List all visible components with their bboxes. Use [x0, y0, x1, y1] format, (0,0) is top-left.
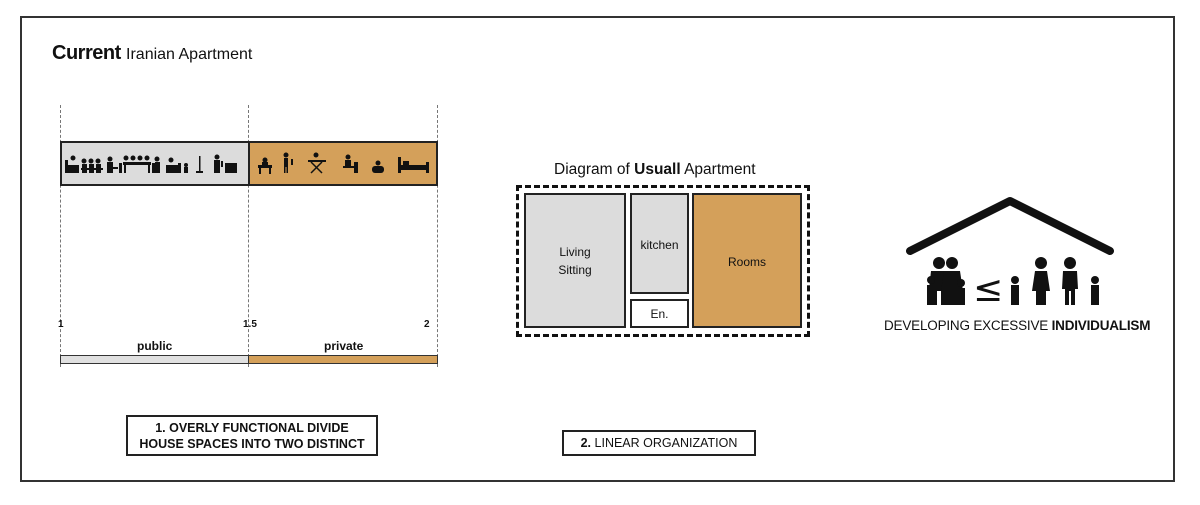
- family-house-icon: ≤: [906, 197, 1114, 308]
- title-rest: Iranian Apartment: [126, 46, 253, 63]
- room-living-sitting: Living Sitting: [524, 193, 626, 328]
- guide-line-middle: [248, 105, 249, 367]
- room-rooms: Rooms: [692, 193, 802, 328]
- point-2-text: LINEAR ORGANIZATION: [591, 436, 738, 450]
- individualism-light: DEVELOPING EXCESSIVE: [884, 318, 1052, 333]
- point-1-line1: 1. OVERLY FUNCTIONAL DIVIDE: [155, 421, 349, 435]
- figure-title: Current Iranian Apartment: [52, 42, 252, 65]
- private-activity-icons: [258, 152, 429, 174]
- diagram-title-pre: Diagram of: [554, 161, 635, 178]
- room-kitchen: kitchen: [630, 193, 689, 294]
- public-activity-icons: [65, 154, 237, 173]
- point-1-box: 1. OVERLY FUNCTIONAL DIVIDE HOUSE SPACES…: [126, 415, 378, 456]
- individualism-bold: INDIVIDUALISM: [1051, 318, 1151, 333]
- public-activities-strip: [60, 141, 250, 186]
- tick-end: 2: [424, 319, 430, 330]
- guide-line-start: [60, 105, 61, 367]
- entrance-label: En.: [650, 306, 669, 321]
- diagram-title-post: Apartment: [680, 161, 756, 178]
- tick-start: 1: [58, 319, 64, 330]
- point-2-number: 2.: [580, 436, 592, 450]
- roof-icon: [906, 197, 1114, 255]
- apartment-boundary: [516, 185, 810, 337]
- less-equal-symbol: ≤: [973, 269, 1003, 308]
- public-bar: [60, 355, 249, 364]
- private-bar: [248, 355, 438, 364]
- title-bold: Current: [52, 42, 121, 64]
- point-2-box: 2. LINEAR ORGANIZATION: [562, 430, 756, 456]
- living-label: Living: [559, 244, 591, 259]
- private-activities-strip: [248, 141, 438, 186]
- room-entrance: En.: [630, 299, 689, 328]
- diagram-title-bold: Usuall: [634, 161, 681, 178]
- point-1-line2: HOUSE SPACES INTO TWO DISTINCT: [139, 437, 365, 451]
- kitchen-label: kitchen: [640, 238, 679, 252]
- guide-line-end: [437, 105, 438, 367]
- rooms-label: Rooms: [727, 255, 766, 269]
- sitting-label: Sitting: [558, 262, 592, 277]
- figure-frame: [20, 16, 1175, 482]
- public-label: public: [137, 339, 173, 353]
- individualism-caption: DEVELOPING EXCESSIVE INDIVIDUALISM: [884, 318, 1150, 333]
- private-label: private: [324, 339, 364, 353]
- diagram-title: Diagram of Usuall Apartment: [554, 161, 756, 179]
- tick-middle: 1.5: [243, 319, 257, 330]
- family-group-icon: [927, 257, 965, 305]
- individuals-icon: [1011, 257, 1099, 305]
